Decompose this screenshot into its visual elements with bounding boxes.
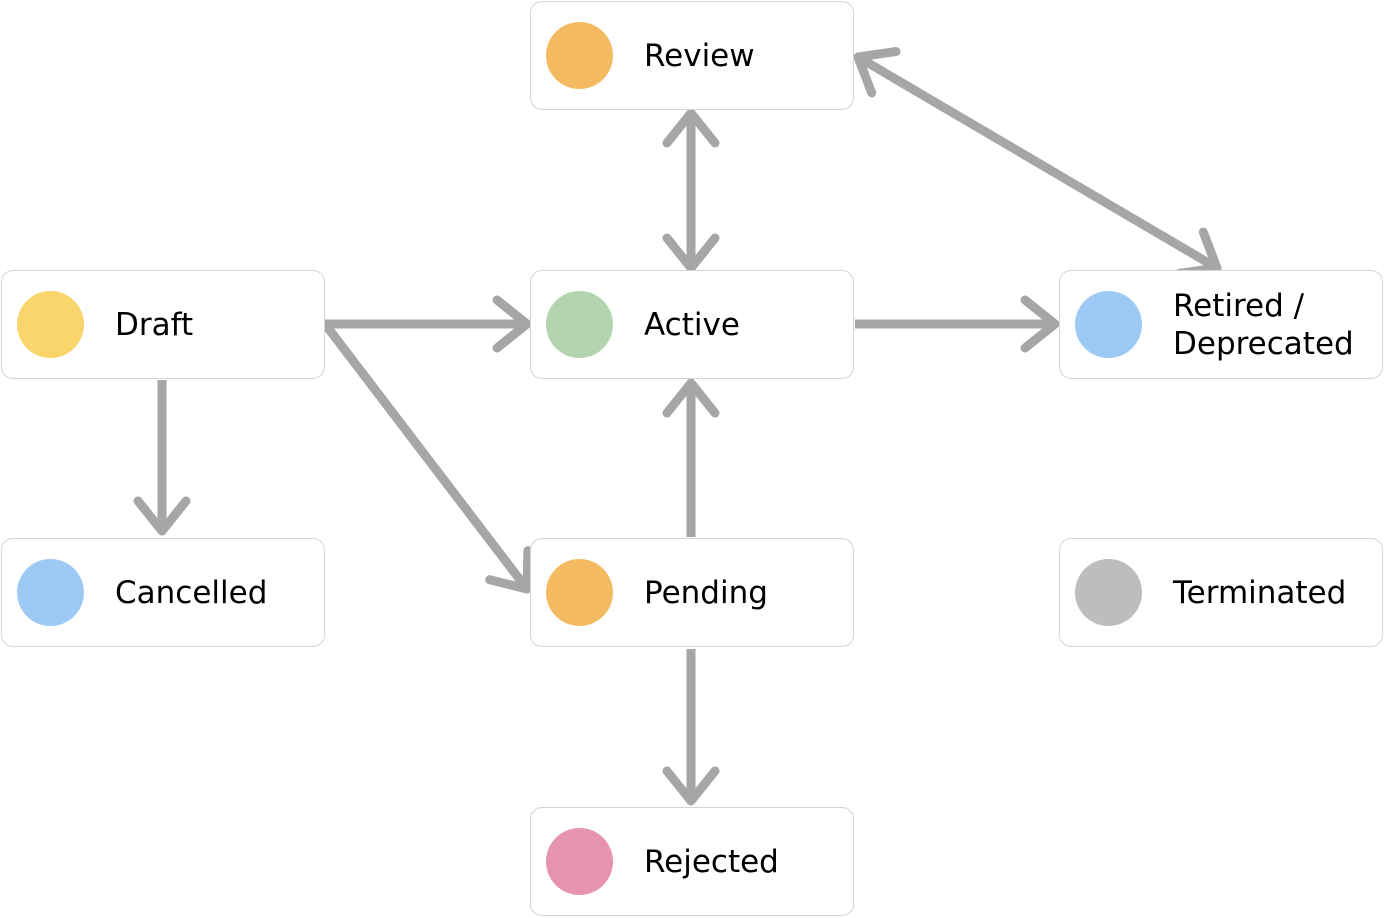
cancelled-label: Cancelled bbox=[115, 574, 268, 611]
review-label: Review bbox=[644, 37, 755, 74]
edge-pending-to-rejected bbox=[662, 649, 720, 806]
edge-active-to-retired bbox=[855, 295, 1060, 353]
pending-label: Pending bbox=[644, 574, 768, 611]
edge-review-to-retired bbox=[853, 47, 1222, 278]
active-label: Active bbox=[644, 306, 740, 343]
state-active[interactable]: Active bbox=[530, 270, 854, 379]
state-retired-deprecated[interactable]: Retired / Deprecated bbox=[1059, 270, 1383, 379]
draft-label: Draft bbox=[115, 306, 194, 343]
terminated-status-dot bbox=[1075, 559, 1142, 626]
pending-status-dot bbox=[546, 559, 613, 626]
edge-draft-to-cancelled bbox=[133, 380, 191, 536]
edge-active-to-review bbox=[662, 108, 720, 273]
edge-draft-to-pending bbox=[321, 321, 533, 594]
state-terminated[interactable]: Terminated bbox=[1059, 538, 1383, 647]
state-pending[interactable]: Pending bbox=[530, 538, 854, 647]
rejected-label: Rejected bbox=[644, 843, 779, 880]
retired-label: Retired / Deprecated bbox=[1173, 287, 1354, 362]
review-status-dot bbox=[546, 22, 613, 89]
draft-status-dot bbox=[17, 291, 84, 358]
edge-draft-to-active bbox=[325, 295, 532, 353]
terminated-label: Terminated bbox=[1173, 574, 1347, 611]
retired-status-dot bbox=[1075, 291, 1142, 358]
state-rejected[interactable]: Rejected bbox=[530, 807, 854, 916]
cancelled-status-dot bbox=[17, 559, 84, 626]
edge-pending-to-active bbox=[662, 378, 720, 537]
state-cancelled[interactable]: Cancelled bbox=[1, 538, 325, 647]
state-review[interactable]: Review bbox=[530, 1, 854, 110]
active-status-dot bbox=[546, 291, 613, 358]
rejected-status-dot bbox=[546, 828, 613, 895]
state-draft[interactable]: Draft bbox=[1, 270, 325, 379]
